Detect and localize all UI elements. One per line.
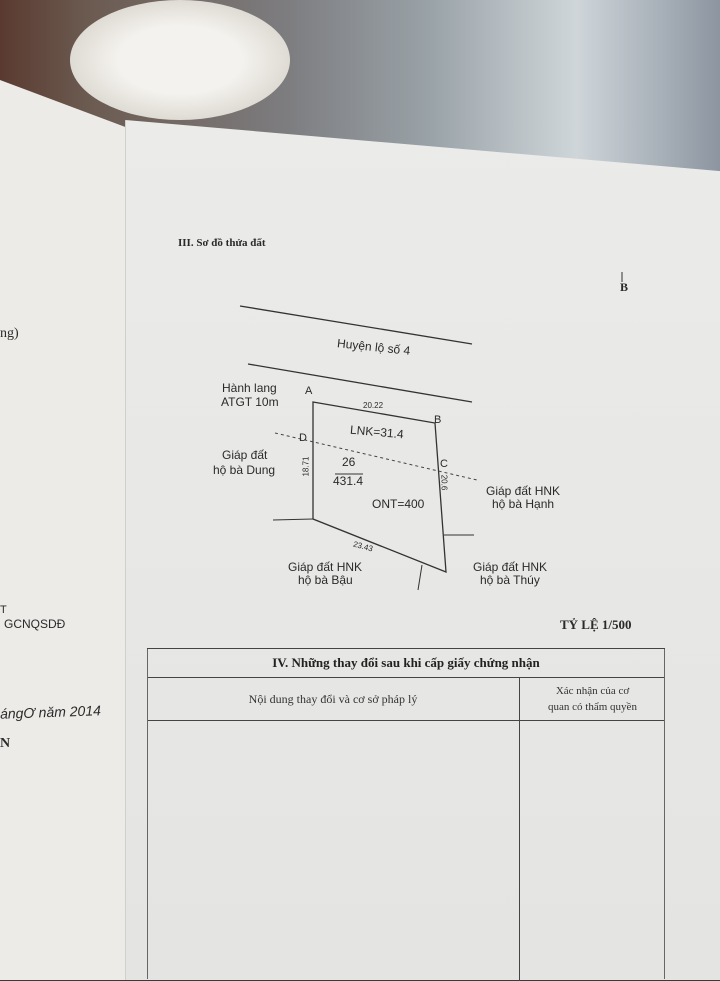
parcel-boundary <box>312 401 447 573</box>
edge-bc-length: 20.6 <box>439 474 449 491</box>
neighbor-east: hộ bà Hạnh <box>492 497 555 511</box>
corridor-label: ATGT 10m <box>221 395 279 409</box>
point-a-label: A <box>305 385 313 397</box>
neighbor-southeast: hộ bà Thúy <box>480 573 540 587</box>
left-page-text: GCNQSDĐ <box>4 617 66 631</box>
section4-title: IV. Những thay đổi sau khi cấp giấy chứn… <box>272 655 540 670</box>
corridor-dashed-line <box>274 432 478 481</box>
parcel-area: 431.4 <box>333 474 364 488</box>
table-header: IV. Những thay đổi sau khi cấp giấy chứn… <box>147 649 665 678</box>
neighbor-boundary <box>272 518 314 521</box>
left-page-text: N <box>0 736 11 751</box>
neighbor-west: Giáp đất <box>222 448 268 462</box>
col-header-label: quan có thẩm quyền <box>548 701 637 713</box>
left-page-text: ng) <box>0 326 19 341</box>
edge-ab-length: 20.22 <box>363 401 384 410</box>
table-border <box>664 649 665 979</box>
parcel-diagram <box>239 272 623 591</box>
north-label: B <box>620 280 629 294</box>
corridor-label: Hành lang <box>222 381 277 395</box>
scale-label: TỶ LỆ 1/500 <box>560 617 632 632</box>
edge-ad-length: 18.71 <box>301 456 311 477</box>
neighbor-southeast: Giáp đất HNK <box>473 560 548 574</box>
section-title: III. Sơ đồ thửa đất <box>178 237 266 249</box>
table-column-headers: Nội dung thay đổi và cơ sở pháp lý Xác n… <box>147 678 665 721</box>
neighbor-east: Giáp đất HNK <box>486 484 561 498</box>
left-page-text: T <box>0 604 7 616</box>
changes-table: IV. Những thay đổi sau khi cấp giấy chứn… <box>147 648 665 981</box>
col-header-content: Nội dung thay đổi và cơ sở pháp lý <box>147 678 520 720</box>
ont-area: ONT=400 <box>372 497 425 511</box>
road-edge-line <box>239 305 473 345</box>
neighbor-south: hộ bà Bậu <box>298 573 353 587</box>
point-b-label: B <box>434 414 442 426</box>
neighbor-south: Giáp đất HNK <box>288 560 363 574</box>
neighbor-west: hộ bà Dung <box>213 463 276 477</box>
neighbor-boundary <box>417 564 423 591</box>
point-d-label: D <box>299 432 307 444</box>
parcel-number: 26 <box>342 455 356 469</box>
col-header-label: Nội dung thay đổi và cơ sở pháp lý <box>248 692 418 706</box>
certificate-page <box>125 120 720 980</box>
background-fluffy-object <box>70 0 290 120</box>
table-border <box>147 649 148 979</box>
road-edge-line <box>247 363 473 403</box>
column-divider <box>519 721 520 981</box>
col-header-label: Xác nhận của cơ <box>555 685 630 697</box>
point-c-label: C <box>440 458 448 470</box>
col-header-confirmation: Xác nhận của cơ quan có thẩm quyền <box>520 683 665 715</box>
